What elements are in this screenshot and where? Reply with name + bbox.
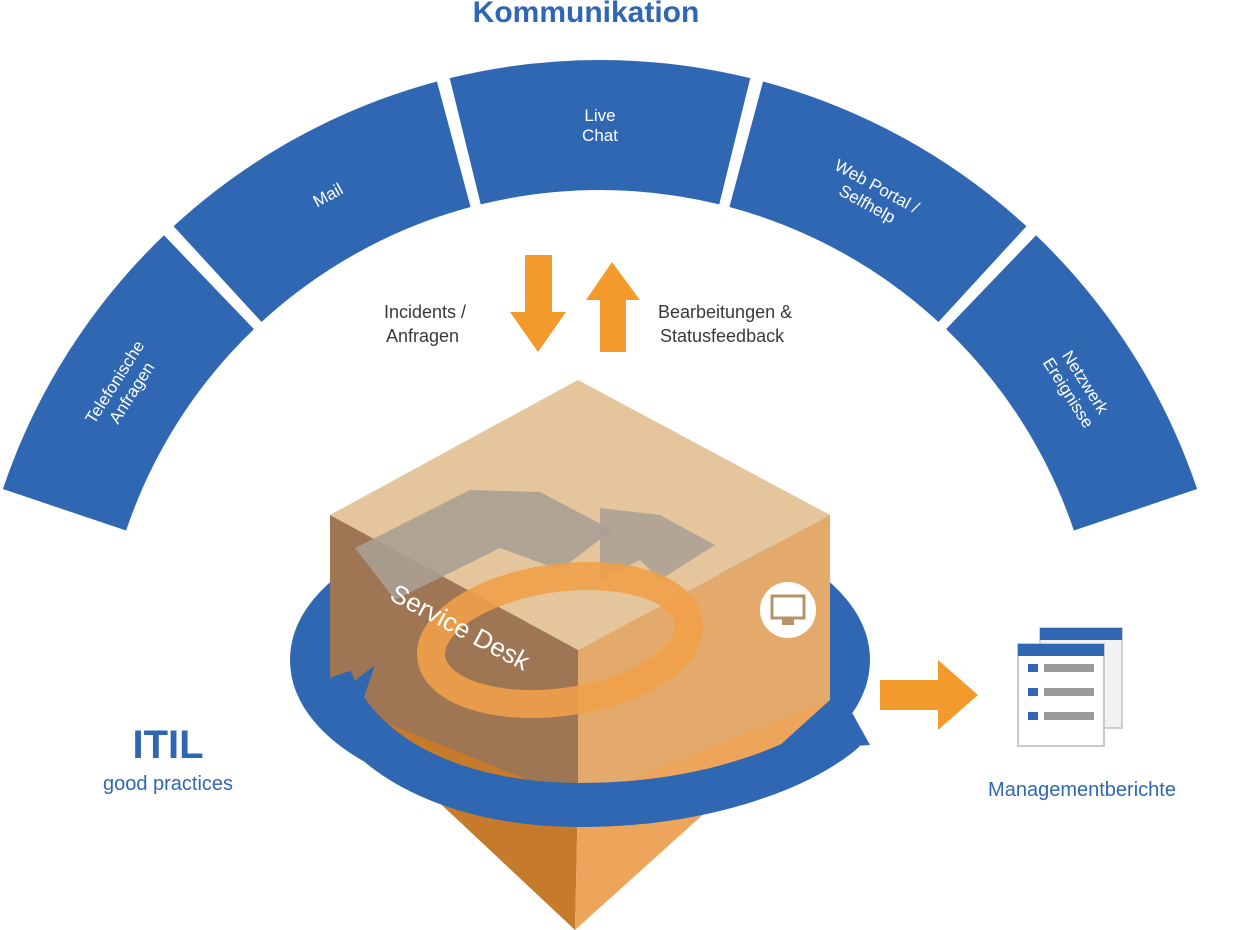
diagram-title: Kommunikation — [473, 0, 700, 29]
incidents-label: Incidents / Anfragen — [384, 302, 471, 346]
monitor-icon — [760, 582, 816, 638]
itil-cycle-ring-front — [309, 665, 870, 828]
process-arrow-1 — [355, 490, 612, 600]
arc-segment-1 — [2, 235, 254, 531]
incidents-down-arrow — [510, 255, 566, 352]
reports-arrow — [880, 660, 978, 730]
itil-title: ITIL — [132, 723, 203, 767]
arc-segment-label-line: Live — [584, 106, 615, 125]
itil-subtitle: good practices — [103, 773, 233, 795]
reports-document-icon — [1017, 627, 1123, 747]
arc-segment-4 — [729, 81, 1027, 322]
reports-label: Managementberichte — [988, 779, 1176, 801]
arc-segment-3 — [449, 60, 751, 205]
arc-segment-label-line: Chat — [582, 126, 618, 145]
box-right-face — [578, 515, 830, 800]
feedback-up-arrow — [586, 262, 640, 352]
service-desk-box: Service Desk — [330, 380, 830, 800]
process-arrow-2 — [600, 508, 715, 580]
feedback-label: Bearbeitungen & Statusfeedback — [658, 302, 797, 346]
arc-segment-2 — [173, 81, 471, 322]
arc-segment-5 — [946, 235, 1198, 531]
service-cycle-swirl — [416, 561, 704, 719]
